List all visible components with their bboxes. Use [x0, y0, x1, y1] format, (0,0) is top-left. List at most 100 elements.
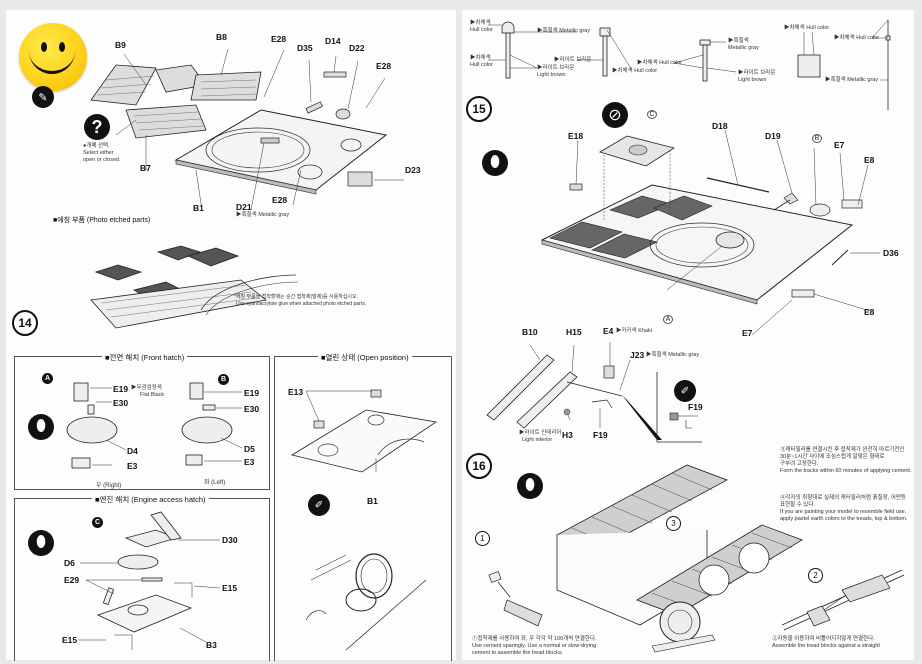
- callout-2-en: Metallic gray: [559, 28, 591, 34]
- label-h15: H15: [566, 327, 582, 337]
- part-label-d22: D22: [349, 43, 365, 53]
- marker-b: B: [812, 134, 822, 143]
- step-14-number: 14: [12, 310, 38, 336]
- hull-top-assembly-drawing: [90, 48, 404, 329]
- track-note-4-en-1: If you are painting your model to resemb…: [780, 509, 907, 515]
- e19-color-en: Flat Black: [140, 392, 165, 398]
- glue-bottle-icon-16: ⬮: [517, 473, 543, 499]
- callout-3-ko: ▶라이트 브라운: [537, 65, 575, 71]
- question-icon: ?: [84, 114, 110, 140]
- part-label-b8: B8: [216, 32, 227, 42]
- callout-10-en: Hull color: [856, 35, 880, 41]
- sub-step-1: 1: [475, 531, 490, 546]
- callout-5: ▶차체색 Hull color: [612, 68, 657, 75]
- label-h3: H3: [562, 430, 573, 440]
- callout-11-en: Metallic gray: [847, 77, 879, 83]
- callout-7-en: Metallic gray: [728, 45, 759, 51]
- callout-1-en: Hull color: [470, 62, 493, 68]
- badge-b: B: [218, 374, 229, 385]
- part-label-e28-a: E28: [271, 34, 287, 44]
- callout-11-ko: ▶흑철색: [825, 77, 846, 83]
- label-a-e19: E19: [113, 384, 129, 394]
- h3-color-ko: ▶라이트 인테리어: [519, 430, 562, 436]
- e4-color: ▶카키색 Khaki: [616, 328, 652, 334]
- part-label-e28-b: E28: [376, 61, 392, 71]
- choice-note-en-2: open or closed.: [83, 157, 121, 163]
- part-label-d23: D23: [405, 165, 421, 175]
- open-position-title: ■열린 상태 (Open position): [318, 352, 412, 363]
- label-b1-open: B1: [367, 496, 378, 506]
- label-b-e3: E3: [244, 457, 255, 467]
- label-d19: D19: [765, 131, 781, 141]
- label-e18: E18: [568, 131, 584, 141]
- sub-assembly-drawing: [486, 342, 702, 443]
- part-label-b7: B7: [140, 163, 151, 173]
- label-e15-b: E15: [62, 635, 78, 645]
- front-hatch-drawing: [66, 382, 243, 469]
- badge-a: A: [42, 373, 53, 384]
- e19-color-ko: ▶무광검정색: [131, 385, 162, 391]
- track-note-2: ②자동을 이용하여 비틀어지지않게 연결한다. Assemble the tre…: [772, 636, 880, 650]
- brush-icon: ✎: [32, 86, 54, 108]
- badge-c: C: [92, 517, 103, 528]
- label-b10: B10: [522, 327, 538, 337]
- label-b3: B3: [206, 640, 217, 650]
- j23-color: ▶흑철색 Metallic gray: [646, 352, 700, 358]
- part-label-d14: D14: [325, 36, 341, 46]
- callout-1-ko: ▶차체색: [470, 55, 491, 61]
- engine-hatch-drawing: [78, 511, 221, 650]
- track-note-1-en-1: Use cement sparingly. Use a normal or sl…: [472, 643, 596, 649]
- smiley-face-icon: [19, 23, 87, 91]
- photo-etched-note-ko: *에칭 부품을 접착할때는 순간 접착제(말제)를 사용하십시오.: [234, 294, 359, 300]
- callout-10-ko: ▶차체색: [834, 35, 855, 41]
- track-note-3-ko-1: ③캐터필러를 연결시킨 후 접착제가 완전히 마르기전인: [780, 447, 905, 453]
- label-f19: F19: [593, 430, 608, 440]
- open-position-drawing: [290, 389, 438, 651]
- label-e8-top: E8: [864, 155, 875, 165]
- track-note-2-en: Assemble the tread blocks against a stra…: [772, 643, 880, 649]
- photo-etched-note-en: Use cyanoacrylate glue when attached pho…: [236, 301, 367, 307]
- callout-9: ▶차체색 Hull color: [784, 25, 829, 32]
- label-e4: E4: [603, 326, 614, 336]
- glue-bottle-icon-15: ⬮: [482, 150, 508, 176]
- d21-color-note: ▶흑철색 Metallic gray: [236, 212, 290, 218]
- track-note-1: ①접착제를 사용하여 좌, 우 각각 약 100개씩 연결한다. Use cem…: [472, 636, 597, 657]
- callout-11: ▶흑철색 Metallic gray: [825, 77, 878, 84]
- track-note-2-ko: ②자동을 이용하여 비틀어지지않게 연결한다.: [772, 636, 875, 642]
- label-e29: E29: [64, 575, 80, 585]
- marker-a: A: [663, 315, 673, 324]
- track-note-3: ③캐터필러를 연결시킨 후 접착제가 완전히 마르기전인 30분~1시간 사이에…: [780, 447, 911, 475]
- track-note-4-ko-1: ④각자의 취향대로 실제의 캐터필러처럼 흙칠장, 어떤등: [780, 495, 906, 501]
- label-a-e3: E3: [127, 461, 138, 471]
- track-note-4: ④각자의 취향대로 실제의 캐터필러처럼 흙칠장, 어떤등 표현할 수 있다. …: [780, 495, 908, 523]
- label-a-e30: E30: [113, 398, 129, 408]
- label-b-e30: E30: [244, 404, 260, 414]
- glue-bottle-icon: ⬮: [28, 414, 54, 440]
- callout-6-ko: ▶차체색: [637, 60, 658, 66]
- label-e7-bottom: E7: [742, 328, 753, 338]
- callout-9-en: Hull color: [806, 25, 830, 31]
- label-d30: D30: [222, 535, 238, 545]
- left-page: ✎ B9 B8 E28 D35 D14 D22 E28 D23 E28 D21 …: [6, 10, 456, 661]
- label-f19-detail: F19: [688, 402, 703, 412]
- callout-4-ko: ▶라이트 브라운: [554, 57, 592, 63]
- step-15-number: 15: [466, 96, 492, 122]
- caption-right: 우 (Right): [96, 483, 122, 489]
- h3-color-en: Light interior: [522, 437, 553, 443]
- caption-left: 좌 (Left): [204, 480, 226, 486]
- label-b-d5: D5: [244, 444, 255, 454]
- callout-9-ko: ▶차체색: [784, 25, 805, 31]
- callout-10: ▶차체색 Hull color: [834, 35, 879, 42]
- label-e13: E13: [288, 387, 304, 397]
- track-note-1-en-2: cement to assemble the tread blocks.: [472, 650, 564, 656]
- part-label-d21: D21: [236, 202, 252, 212]
- choice-note-en-1: Select either: [83, 150, 114, 156]
- callout-8-ko: ▶라이트 브라운: [738, 70, 776, 76]
- callout-3-en: Light brown: [537, 72, 566, 78]
- glue-bottle-icon-engine: ⬮: [28, 530, 54, 556]
